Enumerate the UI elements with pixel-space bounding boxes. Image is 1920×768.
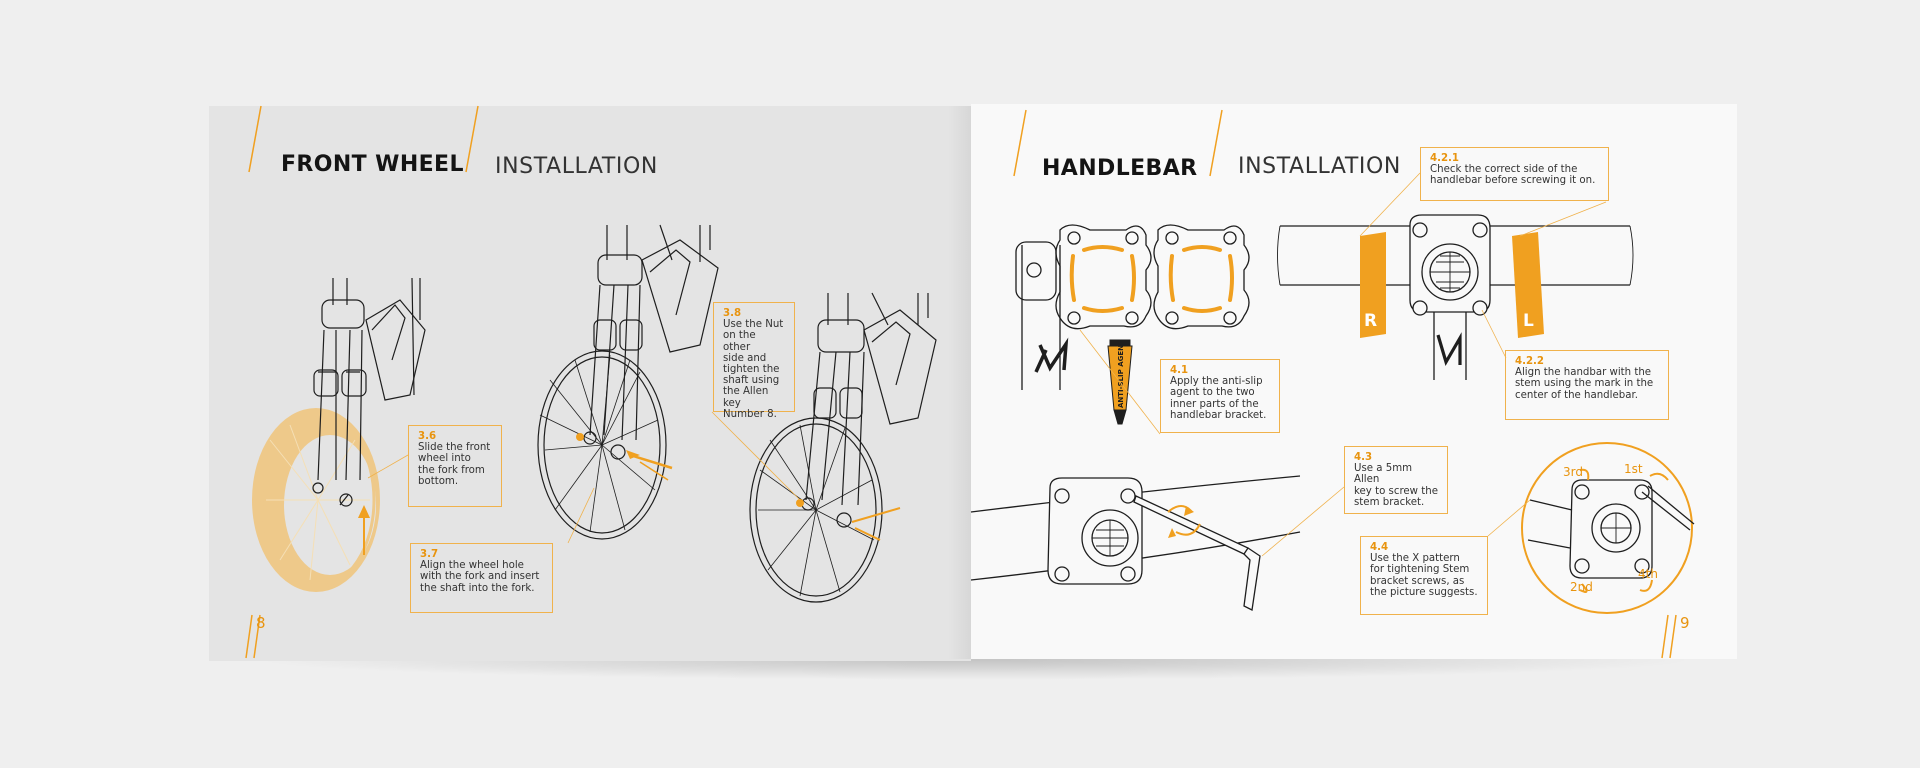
front-wheel-subtitle: INSTALLATION: [495, 154, 658, 179]
nut-arrows-3: [796, 499, 901, 541]
fork-illustration-2: [537, 224, 719, 540]
step-number: 3.8: [723, 308, 742, 319]
step-4-2-1-callout: 4.2.1 Check the correct side of the hand…: [1420, 147, 1609, 201]
step-text: Slide the front wheel into the fork from…: [418, 442, 491, 487]
step-3-6-callout: 3.6 Slide the front wheel into the fork …: [408, 425, 502, 507]
step-4-2-2-callout: 4.2.2 Align the handbar with the stem us…: [1505, 350, 1669, 420]
step-3-7-callout: 3.7 Align the wheel hole with the fork a…: [410, 543, 553, 613]
left-leader-lines: [367, 411, 801, 544]
fork-illustration-3: [749, 292, 937, 603]
step-number: 3.7: [420, 549, 439, 560]
step-number: 4.1: [1170, 365, 1189, 376]
stem-cap-illustration: [1015, 224, 1250, 390]
order-label-3: 3rd: [1563, 465, 1583, 479]
side-label-r: R: [1364, 311, 1377, 331]
step-number: 4.4: [1370, 542, 1389, 553]
step-text: Check the correct side of the handlebar …: [1430, 164, 1596, 187]
fork-illustration-1: [252, 277, 426, 592]
step-number: 4.2.2: [1515, 356, 1545, 367]
step-text: Align the wheel hole with the fork and i…: [420, 560, 540, 594]
handlebar-illustration: [1277, 214, 1634, 380]
shaft-arrows-2: [576, 433, 673, 481]
step-number: 4.2.1: [1430, 153, 1460, 164]
up-arrow: [358, 505, 370, 555]
step-4-1-callout: 4.1 Apply the anti-slip agent to the two…: [1160, 359, 1280, 433]
order-labels: 1st 3rd 2nd 4th: [1563, 462, 1658, 594]
side-label-right: R: [1360, 232, 1386, 338]
step-text: Apply the anti-slip agent to the two inn…: [1170, 376, 1267, 421]
anti-slip-marks: [1069, 245, 1234, 313]
order-label-1: 1st: [1624, 462, 1643, 476]
rotation-arrows: [1167, 505, 1201, 538]
front-wheel-title: FRONT WHEEL: [281, 152, 464, 177]
right-leader-lines: [1079, 172, 1607, 557]
page-number-left: 8: [256, 614, 266, 632]
step-text: Use a 5mm Allen key to screw the stem br…: [1354, 463, 1438, 508]
order-label-4: 4th: [1638, 567, 1658, 581]
step-text: Use the X pattern for tightening Stem br…: [1370, 553, 1478, 598]
step-text: Align the handbar with the stem using th…: [1515, 367, 1654, 401]
right-header-accents: [1013, 109, 1677, 659]
x-pattern-detail: [1521, 442, 1695, 614]
order-label-2: 2nd: [1570, 580, 1593, 594]
side-label-left: L: [1512, 232, 1544, 338]
step-3-8-callout: 3.8 Use the Nut on the other side and ti…: [713, 302, 795, 420]
step-number: 3.6: [418, 431, 437, 442]
page-gutter: [948, 106, 971, 659]
side-label-l: L: [1523, 311, 1534, 331]
step-4-3-callout: 4.3 Use a 5mm Allen key to screw the ste…: [1344, 446, 1448, 514]
anti-slip-tube-label: ANTI-SLIP AGENT: [1117, 340, 1125, 408]
step-4-4-callout: 4.4 Use the X pattern for tightening Ste…: [1360, 536, 1488, 615]
step-text: Use the Nut on the other side and tighte…: [723, 319, 784, 420]
anti-slip-tube: ANTI-SLIP AGENT: [1107, 339, 1133, 425]
handlebar-title: HANDLEBAR: [1042, 156, 1198, 181]
page-number-right: 9: [1680, 614, 1690, 632]
left-header-accents: [245, 105, 479, 659]
allen-key-illustration: [970, 475, 1301, 611]
step-number: 4.3: [1354, 452, 1373, 463]
handlebar-subtitle: INSTALLATION: [1238, 154, 1401, 179]
